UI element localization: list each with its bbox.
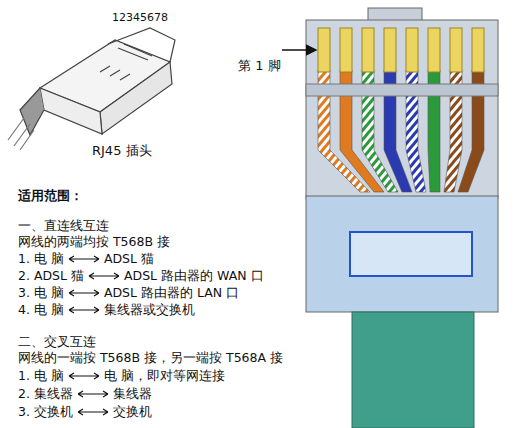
- label-holder: 网线的一端按 T568B 接，另一端按 T568A 接: [18, 350, 283, 365]
- gold-contact: [406, 28, 418, 72]
- connection-row: 1. 电 脑 电 脑，即对等网连接: [18, 368, 225, 383]
- label-holder: 适用范围：: [18, 188, 83, 203]
- pin-numbers: 12345678: [112, 11, 168, 24]
- gold-contact: [340, 28, 352, 72]
- section-heading: 适用范围：: [18, 188, 83, 203]
- device-name: ADSL 路由器的 LAN 口: [104, 285, 239, 300]
- device-name: 集线器: [113, 386, 152, 401]
- label-holder: 一、直连线互连: [18, 218, 109, 233]
- device-name: 1. 电 脑: [18, 251, 64, 266]
- double-arrow: [87, 271, 121, 281]
- note-text: 网线的一端按 T568B 接，另一端按 T568A 接: [18, 350, 283, 365]
- section-heading: 二、交叉互连: [18, 334, 96, 349]
- device-name: 2. 集线器: [18, 386, 73, 401]
- plug-caption: RJ45 插头: [92, 143, 152, 158]
- double-arrow: [67, 371, 101, 381]
- device-name: ADSL 猫: [104, 251, 154, 266]
- pin1-arrow: [282, 49, 316, 51]
- device-name: ADSL 路由器的 WAN 口: [124, 268, 264, 283]
- label-holder: 第 1 脚: [238, 58, 281, 73]
- gold-contact: [450, 28, 462, 72]
- device-name: 1. 电 脑: [18, 368, 64, 383]
- connection-row: 2. 集线器 集线器: [18, 386, 152, 401]
- label-holder: RJ45 插头: [92, 143, 152, 158]
- gold-contact: [428, 28, 440, 72]
- note-text: 网线的两端均按 T568B 接: [18, 234, 170, 249]
- connection-row: 3. 电 脑 ADSL 路由器的 LAN 口: [18, 285, 239, 300]
- gold-contact: [362, 28, 374, 72]
- double-arrow: [76, 407, 110, 417]
- connection-row: 1. 电 脑 ADSL 猫: [18, 251, 154, 266]
- connection-row: 3. 交换机 交换机: [18, 404, 152, 419]
- gold-contact: [384, 28, 396, 72]
- pin-label: 第 1 脚: [238, 58, 281, 73]
- double-arrow: [67, 305, 101, 315]
- device-name: 3. 电 脑: [18, 285, 64, 300]
- device-name: 电 脑，即对等网连接: [104, 368, 225, 383]
- rj45-connector: [306, 8, 498, 428]
- connection-row: 4. 电 脑 集线器或交换机: [18, 302, 195, 317]
- label-holder: 二、交叉互连: [18, 334, 96, 349]
- connection-row: 2. ADSL 猫 ADSL 路由器的 WAN 口: [18, 268, 264, 283]
- double-arrow: [76, 389, 110, 399]
- gold-contact: [318, 28, 330, 72]
- label-holder: 网线的两端均按 T568B 接: [18, 234, 170, 249]
- device-name: 2. ADSL 猫: [18, 268, 84, 283]
- double-arrow: [67, 254, 101, 264]
- device-name: 交换机: [113, 404, 152, 419]
- device-name: 4. 电 脑: [18, 302, 64, 317]
- gold-contact: [472, 28, 484, 72]
- section-heading: 一、直连线互连: [18, 218, 109, 233]
- rj45-plug-sketch: [8, 28, 175, 150]
- device-name: 集线器或交换机: [104, 302, 195, 317]
- double-arrow: [67, 288, 101, 298]
- label-holder: 12345678: [112, 10, 168, 25]
- device-name: 3. 交换机: [18, 404, 73, 419]
